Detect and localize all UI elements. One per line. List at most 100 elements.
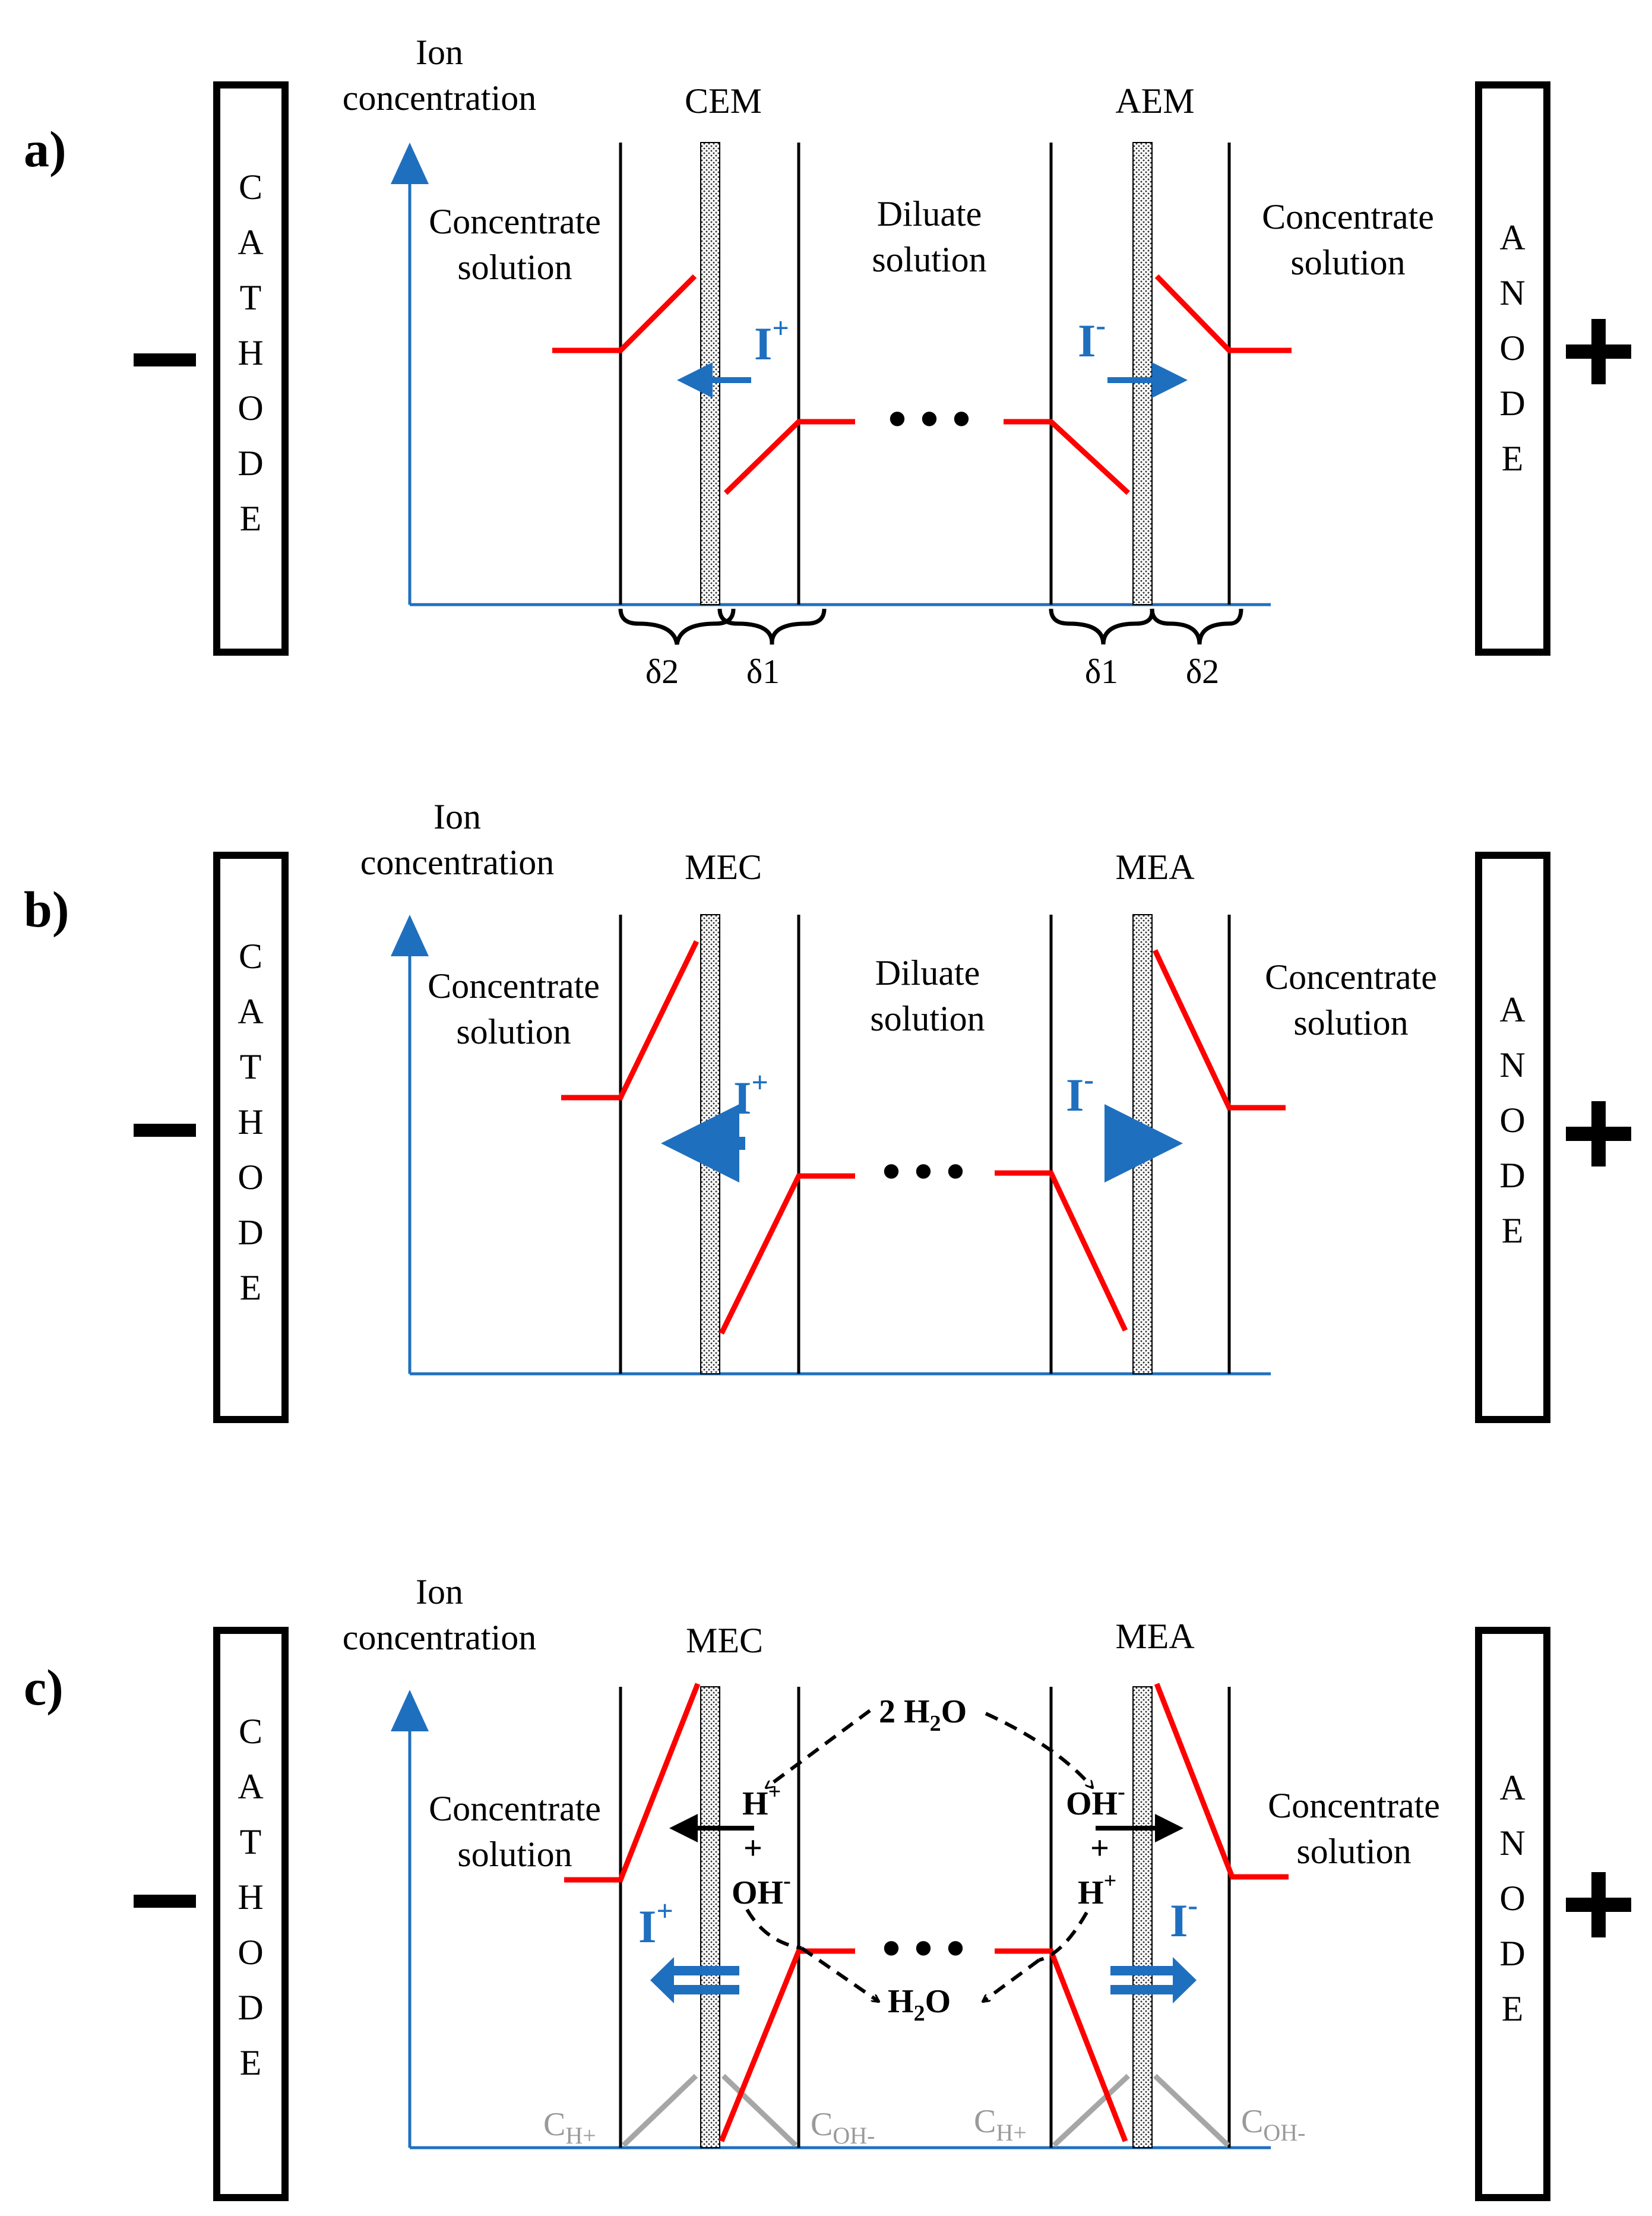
svg-text:D: D	[1499, 1934, 1525, 1973]
concentrate-label: Concentrate	[1262, 197, 1434, 236]
right-membrane-label: AEM	[1115, 81, 1194, 121]
y-axis-arrowhead	[391, 143, 429, 184]
svg-text:H: H	[238, 333, 263, 372]
svg-text:H: H	[238, 1102, 263, 1142]
svg-text:C: C	[239, 167, 262, 207]
hydroxide-label: OH-	[1066, 1779, 1125, 1822]
svg-text:N: N	[1499, 1823, 1525, 1863]
c-oh-label: COH-	[1241, 2103, 1305, 2146]
svg-text:E: E	[240, 2043, 262, 2082]
boundary-layer-braces	[618, 608, 1243, 645]
anode-box	[1475, 81, 1550, 656]
concentration-profile	[1154, 274, 1292, 353]
proton-label: H+	[742, 1779, 781, 1822]
panel-a: a) C A T H O D E A N O D E Ion	[24, 33, 1631, 691]
concentrate-label: Concentrate	[429, 202, 601, 241]
panel-b: b) C A T H O D E A N O D E Ion concentra…	[24, 797, 1631, 1423]
concentration-profile	[1154, 1683, 1289, 1880]
anode-box	[1475, 852, 1550, 1423]
svg-text:D: D	[1499, 384, 1525, 423]
svg-text:H: H	[238, 1877, 263, 1917]
svg-text:O: O	[238, 1933, 263, 1972]
left-membrane-label: CEM	[685, 81, 762, 121]
concentrate-label: Concentrate	[1268, 1786, 1440, 1825]
concentrate-label: solution	[1293, 1003, 1408, 1042]
y-axis-label: Ion	[416, 1572, 463, 1611]
svg-text:D: D	[1499, 1156, 1525, 1195]
anode-box	[1475, 1627, 1550, 2201]
diluate-label: Diluate	[875, 953, 980, 992]
minus-sign	[134, 1895, 196, 1908]
diluate-label: solution	[872, 240, 986, 279]
delta-label: δ2	[645, 652, 679, 691]
water-product-label: H2O	[888, 1983, 951, 2026]
anode-letters: A N O D E	[1499, 1768, 1525, 2028]
anion-label: I-	[1066, 1063, 1094, 1121]
anode-letters: A N O D E	[1499, 218, 1525, 478]
svg-text:A: A	[238, 992, 263, 1031]
svg-text:E: E	[240, 499, 262, 538]
svg-text:A: A	[238, 1767, 263, 1806]
svg-text:N: N	[1499, 273, 1525, 312]
c-oh-label: COH-	[811, 2106, 875, 2149]
svg-text:O: O	[1499, 1879, 1525, 1918]
delta-label: δ2	[1186, 652, 1219, 691]
anion-label: I-	[1078, 308, 1106, 366]
svg-text:T: T	[240, 278, 262, 317]
cathode-box	[213, 81, 289, 656]
right-membrane-label: MEA	[1115, 848, 1194, 887]
plus-label: +	[1090, 1830, 1109, 1867]
concentrate-label: solution	[1290, 243, 1405, 282]
diluate-label: solution	[870, 999, 985, 1038]
concentrate-label: solution	[457, 248, 572, 287]
cation-exchange-membrane	[700, 1686, 720, 2148]
plus-label: +	[743, 1830, 762, 1867]
concentration-profile	[1152, 949, 1286, 1111]
plus-sign	[1566, 1101, 1631, 1167]
cathode-letters: C A T H O D E	[238, 1712, 263, 2082]
svg-text:O: O	[238, 388, 263, 428]
proton-label: H+	[1078, 1869, 1116, 1911]
svg-text:A: A	[1499, 218, 1525, 257]
anion-exchange-membrane	[1132, 1686, 1153, 2148]
panel-label: a)	[24, 121, 67, 178]
hydroxide-label: OH-	[732, 1869, 791, 1911]
svg-text:E: E	[1502, 439, 1524, 478]
svg-text:E: E	[240, 1268, 262, 1307]
svg-text:T: T	[240, 1822, 262, 1861]
panel-c: c) C A T H O D E A N O D E Ion concentra…	[24, 1572, 1631, 2201]
svg-text:O: O	[238, 1158, 263, 1197]
left-membrane-label: MEC	[685, 848, 762, 887]
water-label: 2 H2O	[879, 1693, 967, 1736]
concentration-profile	[995, 1948, 1128, 2142]
svg-text:O: O	[1499, 328, 1525, 368]
svg-text:D: D	[238, 1213, 263, 1252]
y-axis-arrowhead	[391, 1690, 429, 1731]
concentrate-label: solution	[1296, 1832, 1411, 1871]
concentration-profile	[723, 419, 855, 495]
reaction-path	[745, 1709, 1093, 2002]
c-h-label: CH+	[974, 2103, 1027, 2146]
svg-text:E: E	[1502, 1211, 1524, 1250]
panel-label: c)	[24, 1659, 64, 1716]
cation-arrow	[650, 1957, 739, 2003]
anode-letters: A N O D E	[1499, 990, 1525, 1250]
ellipsis: • • •	[882, 1142, 965, 1201]
cation-label: I+	[638, 1894, 673, 1952]
svg-text:A: A	[1499, 990, 1525, 1029]
cation-label: I+	[733, 1066, 768, 1124]
concentrate-label: Concentrate	[428, 966, 600, 1006]
plus-sign	[1566, 1872, 1631, 1937]
concentration-profile	[561, 940, 700, 1101]
plus-sign	[1566, 319, 1631, 384]
panel-label: b)	[24, 881, 69, 938]
concentration-profile	[1004, 419, 1131, 495]
anion-label: I-	[1170, 1888, 1198, 1946]
minus-sign	[134, 1124, 196, 1137]
cathode-box	[213, 1627, 289, 2201]
concentrate-label: solution	[456, 1012, 571, 1051]
c-h-label: CH+	[543, 2106, 596, 2149]
concentration-profile	[995, 1170, 1128, 1332]
svg-text:C: C	[239, 937, 262, 976]
